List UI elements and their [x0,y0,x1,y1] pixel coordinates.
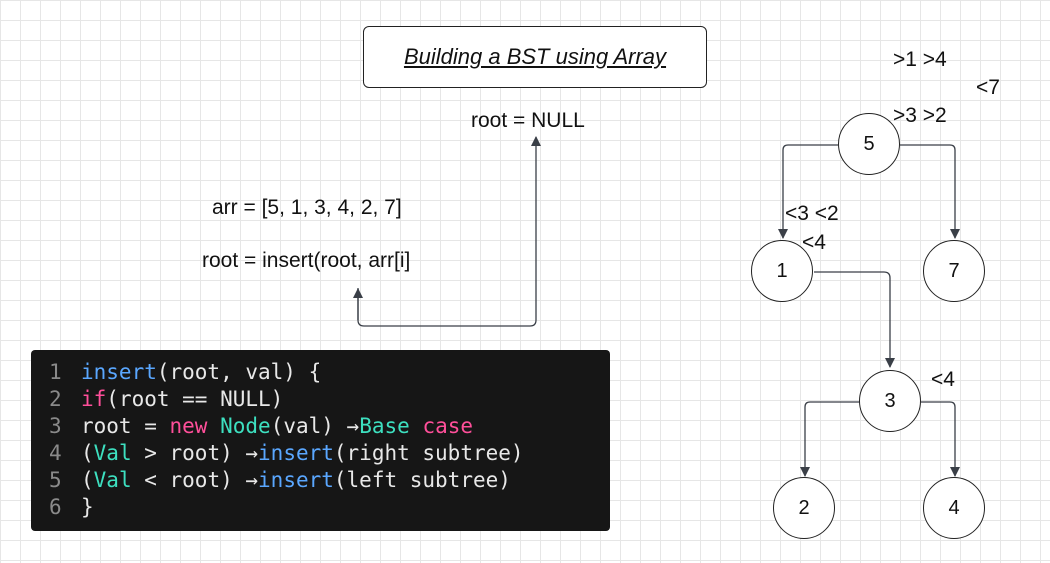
array-label: arr = [5, 1, 3, 4, 2, 7] [212,196,402,219]
annotation-lt7: <7 [976,76,1000,99]
code-line-5: 5(Val < root) →insert(left subtree) [49,468,511,492]
annotation-lt3-lt2: <3 <2 [785,202,839,225]
annotation-lt4-node3: <4 [931,368,955,391]
annotation-lt4-node1: <4 [802,231,826,254]
bst-node-1: 1 [751,240,813,302]
edge-5-to-1 [778,144,838,239]
code-line-6: 6} [49,495,94,519]
root-null-label: root = NULL [471,109,585,132]
edge-3-to-4 [921,401,960,477]
title-box: Building a BST using Array [363,26,707,88]
bst-node-4: 4 [923,477,985,539]
annotation-gt3-gt2: >3 >2 [893,104,947,127]
edge-1-to-3 [814,271,895,368]
annotation-gt1-gt4: >1 >4 [893,48,947,71]
edge-3-to-2 [800,401,860,477]
bst-node-2: 2 [773,477,835,539]
bst-node-5: 5 [838,113,900,175]
bst-node-3: 3 [859,370,921,432]
bst-node-7: 7 [923,240,985,302]
diagram-title: Building a BST using Array [403,44,667,69]
arrow-insert-to-root [357,136,541,327]
edge-5-to-7 [900,144,960,239]
insert-call-label: root = insert(root, arr[i] [202,249,411,272]
code-line-4: 4(Val > root) →insert(right subtree) [49,441,524,465]
